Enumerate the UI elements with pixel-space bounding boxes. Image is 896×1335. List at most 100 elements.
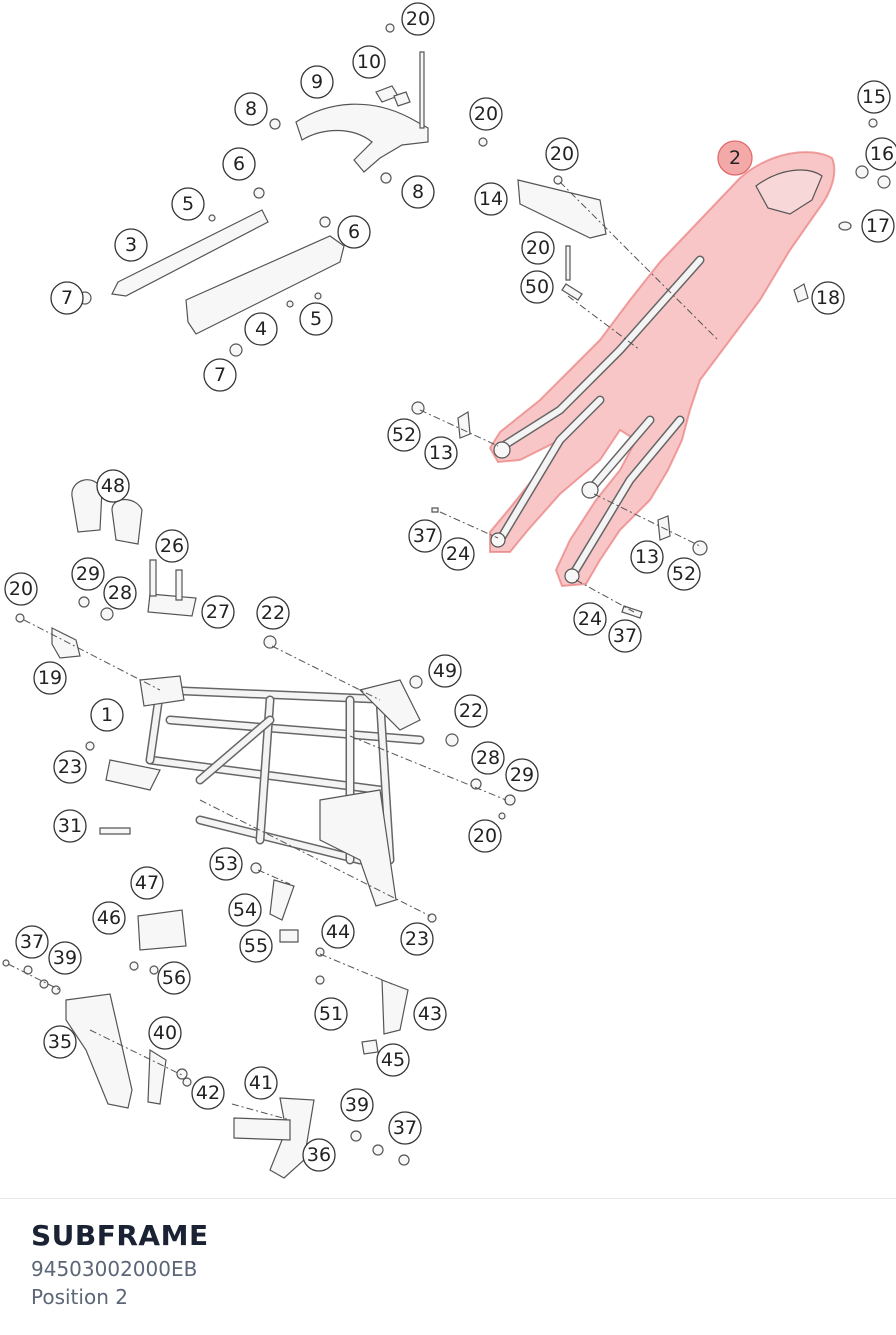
svg-text:4: 4 (255, 318, 267, 340)
callout-label[interactable]: 48 (96, 469, 130, 503)
callout-label[interactable]: 55 (239, 929, 273, 963)
callout-label[interactable]: 18 (811, 281, 845, 315)
svg-text:28: 28 (476, 747, 500, 769)
callout-label[interactable]: 22 (256, 596, 290, 630)
svg-text:26: 26 (160, 535, 184, 557)
callout-label[interactable]: 36 (302, 1138, 336, 1172)
svg-text:39: 39 (345, 1094, 369, 1116)
callout-label[interactable]: 5 (299, 302, 333, 336)
svg-text:48: 48 (101, 475, 125, 497)
svg-text:37: 37 (613, 625, 637, 647)
callout-label[interactable]: 15 (857, 80, 891, 114)
callout-label[interactable]: 20 (521, 231, 555, 265)
callout-label[interactable]: 6 (337, 215, 371, 249)
svg-text:31: 31 (58, 815, 82, 837)
callout-label[interactable]: 29 (505, 758, 539, 792)
callout-label[interactable]: 14 (474, 182, 508, 216)
callout-label[interactable]: 7 (50, 281, 84, 315)
callout-label[interactable]: 4 (244, 312, 278, 346)
svg-text:20: 20 (406, 8, 430, 30)
callout-label[interactable]: 35 (43, 1025, 77, 1059)
callout-label[interactable]: 47 (130, 866, 164, 900)
callout-label[interactable]: 26 (155, 529, 189, 563)
callout-label[interactable]: 20 (469, 97, 503, 131)
svg-text:9: 9 (311, 71, 323, 93)
callout-label[interactable]: 56 (157, 961, 191, 995)
subframe-part[interactable] (488, 151, 836, 588)
callout-label[interactable]: 16 (865, 137, 896, 171)
callout-label[interactable]: 39 (340, 1088, 374, 1122)
part-number: 94503002000EB (31, 1257, 198, 1281)
callout-label[interactable]: 43 (413, 997, 447, 1031)
callout-label-selected[interactable]: 2 (717, 140, 753, 176)
callout-label[interactable]: 29 (71, 557, 105, 591)
svg-text:46: 46 (97, 907, 121, 929)
exploded-parts-diagram: 20 10 9 8 6 5 3 7 4 6 5 7 8 20 20 14 2 1… (2, 2, 896, 1179)
callout-label[interactable]: 10 (352, 45, 386, 79)
svg-text:15: 15 (862, 86, 886, 108)
callout-label[interactable]: 19 (33, 661, 67, 695)
svg-text:41: 41 (249, 1072, 273, 1094)
callout-label[interactable]: 54 (228, 893, 262, 927)
callout-label[interactable]: 9 (300, 65, 334, 99)
part-position: Position 2 (31, 1285, 128, 1309)
callout-label[interactable]: 24 (573, 602, 607, 636)
callout-label[interactable]: 52 (667, 557, 701, 591)
callout-label[interactable]: 51 (314, 997, 348, 1031)
callout-label[interactable]: 27 (201, 595, 235, 629)
svg-text:20: 20 (473, 825, 497, 847)
svg-text:20: 20 (474, 103, 498, 125)
callout-label[interactable]: 53 (209, 847, 243, 881)
callout-label[interactable]: 39 (48, 941, 82, 975)
callout-label[interactable]: 37 (608, 619, 642, 653)
svg-text:56: 56 (162, 967, 186, 989)
svg-text:37: 37 (413, 525, 437, 547)
callout-label[interactable]: 20 (468, 819, 502, 853)
callout-label[interactable]: 28 (103, 576, 137, 610)
callout-label[interactable]: 23 (400, 922, 434, 956)
callout-label[interactable]: 45 (376, 1043, 410, 1077)
callout-label[interactable]: 37 (408, 519, 442, 553)
svg-text:5: 5 (182, 193, 194, 215)
svg-text:5: 5 (310, 308, 322, 330)
callout-label[interactable]: 13 (630, 540, 664, 574)
callout-label[interactable]: 5 (171, 187, 205, 221)
callout-label[interactable]: 17 (861, 209, 895, 243)
callout-label[interactable]: 22 (454, 694, 488, 728)
svg-text:23: 23 (405, 928, 429, 950)
callout-label[interactable]: 3 (114, 228, 148, 262)
callout-label[interactable]: 49 (428, 654, 462, 688)
svg-text:18: 18 (816, 287, 840, 309)
callout-label[interactable]: 20 (545, 137, 579, 171)
part-info-panel: SUBFRAME 94503002000EB Position 2 (0, 1198, 896, 1335)
callout-label[interactable]: 44 (321, 915, 355, 949)
lower-linkage-parts (2, 862, 410, 1179)
callout-label[interactable]: 31 (53, 809, 87, 843)
callout-label[interactable]: 1 (90, 698, 124, 732)
svg-text:45: 45 (381, 1049, 405, 1071)
callout-label[interactable]: 20 (4, 572, 38, 606)
svg-text:43: 43 (418, 1003, 442, 1025)
svg-text:39: 39 (53, 947, 77, 969)
svg-text:17: 17 (866, 215, 890, 237)
callout-label[interactable]: 13 (424, 436, 458, 470)
callout-label[interactable]: 37 (15, 925, 49, 959)
callout-label[interactable]: 8 (401, 175, 435, 209)
callout-label[interactable]: 7 (203, 358, 237, 392)
callout-label[interactable]: 24 (441, 537, 475, 571)
svg-text:2: 2 (729, 147, 741, 169)
callout-label[interactable]: 50 (520, 270, 554, 304)
callout-label[interactable]: 37 (388, 1111, 422, 1145)
callout-label[interactable]: 40 (148, 1016, 182, 1050)
callout-label[interactable]: 23 (53, 750, 87, 784)
callout-label[interactable]: 41 (244, 1066, 278, 1100)
svg-text:53: 53 (214, 853, 238, 875)
callout-label[interactable]: 42 (191, 1076, 225, 1110)
svg-text:51: 51 (319, 1003, 343, 1025)
callout-label[interactable]: 52 (387, 418, 421, 452)
callout-label[interactable]: 6 (222, 147, 256, 181)
callout-label[interactable]: 46 (92, 901, 126, 935)
callout-label[interactable]: 20 (401, 2, 435, 36)
callout-label[interactable]: 8 (234, 92, 268, 126)
callout-label[interactable]: 28 (471, 741, 505, 775)
